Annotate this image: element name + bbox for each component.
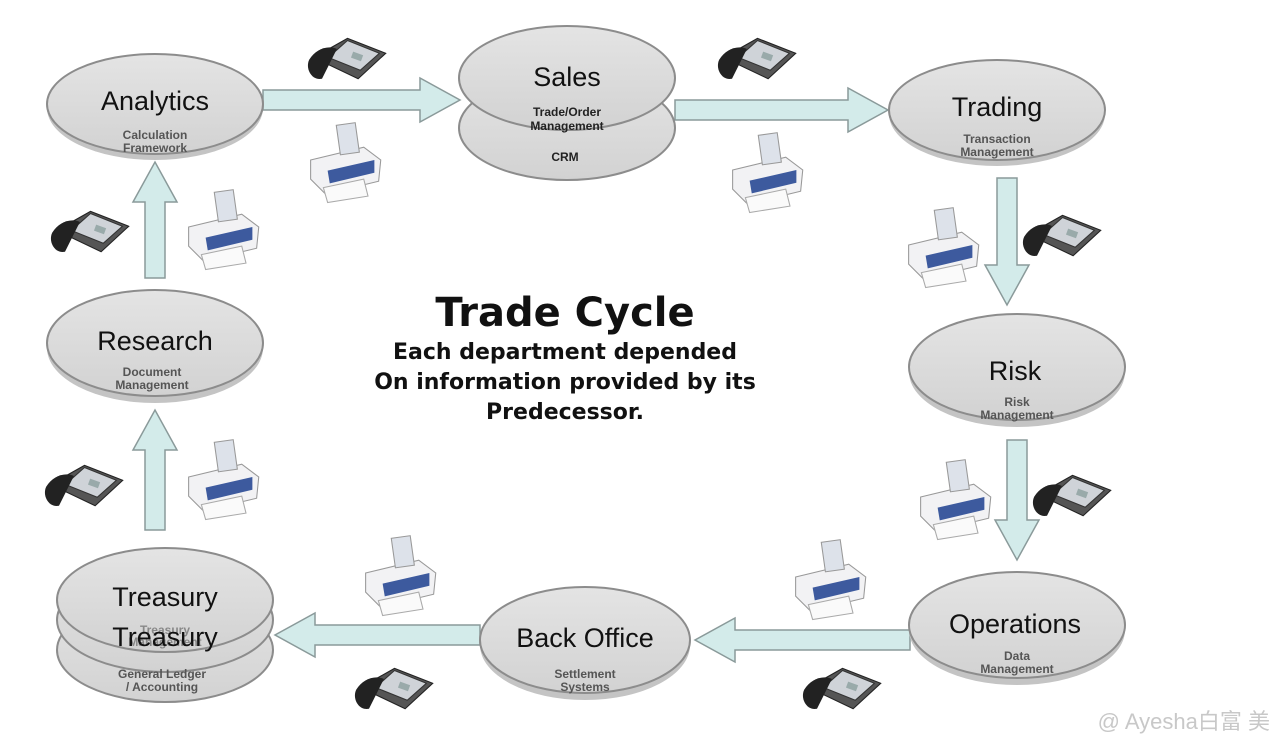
fax-machine-icon: [732, 132, 804, 214]
flow-arrow: [693, 616, 911, 664]
node-subtitle: Document: [123, 365, 182, 379]
fax-machine-icon: [920, 459, 992, 541]
node-subtitle: Management: [980, 408, 1053, 422]
fax-machine-icon: [188, 189, 260, 271]
node-title-duplicate: Treasury: [112, 622, 218, 652]
node-subtitle: Calculation: [123, 128, 188, 142]
node-lower-label: / Accounting: [126, 680, 198, 694]
node-title: Risk: [989, 356, 1042, 386]
node-subtitle: Framework: [123, 141, 187, 155]
node-title: Sales: [533, 62, 601, 92]
node-subtitle: Management: [980, 662, 1053, 676]
flow-arrow: [262, 76, 462, 124]
telephone-icon: [802, 667, 882, 710]
flow-arrow: [983, 177, 1031, 307]
telephone-icon: [50, 210, 130, 253]
node-title: Analytics: [101, 86, 209, 116]
telephone-icon: [1022, 214, 1102, 257]
caption-line: Each department depended: [393, 340, 737, 365]
node-lower-label: General Ledger: [118, 667, 206, 681]
node-subtitle: Management: [115, 378, 188, 392]
node-subtitle: Treasury: [140, 623, 190, 637]
diagram-title: Trade Cycle: [435, 290, 695, 336]
node-subtitle: Settlement: [554, 667, 615, 681]
node-title: Research: [97, 326, 213, 356]
node-title: Operations: [949, 609, 1081, 639]
node-back-office: Back Office Settlement Systems: [479, 586, 691, 700]
fax-machine-icon: [795, 539, 867, 621]
node-subtitle: Systems: [560, 680, 610, 694]
telephone-icon: [307, 37, 387, 80]
node-lower-label: CRM: [551, 150, 578, 164]
fax-machine-icon: [365, 535, 437, 617]
node-subtitle: Data: [1004, 649, 1030, 663]
telephone-icon: [717, 37, 797, 80]
node-title: Trading: [952, 92, 1043, 122]
node-subtitle: Management: [530, 119, 603, 133]
telephone-icon: [354, 667, 434, 710]
fax-machine-icon: [188, 439, 260, 521]
node-operations: Operations Data Management: [908, 571, 1126, 685]
node-research: Research Document Management: [46, 289, 264, 403]
node-title: Back Office: [516, 623, 654, 653]
fax-machine-icon: [310, 122, 382, 204]
telephone-icon: [1032, 474, 1112, 517]
node-title: Treasury: [112, 582, 218, 612]
center-caption: Trade Cycle Each department depended On …: [330, 288, 800, 428]
node-risk: Risk Risk Management: [908, 313, 1126, 427]
node-subtitle: Transaction: [963, 132, 1030, 146]
node-subtitle: Management: [960, 145, 1033, 159]
flow-arrow: [131, 160, 179, 279]
watermark: @ Ayesha白富 美: [1097, 709, 1270, 734]
flow-arrow: [993, 439, 1041, 562]
caption-line: On information provided by its: [374, 370, 756, 395]
node-treasury: Treasury Treasury Management Treasury Ge…: [56, 547, 274, 703]
flow-arrow: [131, 408, 179, 531]
node-subtitle: Trade/Order: [533, 105, 601, 119]
node-subtitle: Management: [128, 635, 201, 649]
node-sales: Sales Trade/Order Management CRM: [458, 25, 676, 181]
node-trading: Trading Transaction Management: [888, 59, 1106, 166]
node-subtitle: Risk: [1004, 395, 1030, 409]
flow-arrow: [273, 611, 481, 659]
caption-line: Predecessor.: [486, 400, 644, 425]
telephone-icon: [44, 464, 124, 507]
fax-machine-icon: [908, 207, 980, 289]
node-analytics: Analytics Calculation Framework: [46, 53, 264, 160]
flow-arrow: [674, 86, 890, 134]
